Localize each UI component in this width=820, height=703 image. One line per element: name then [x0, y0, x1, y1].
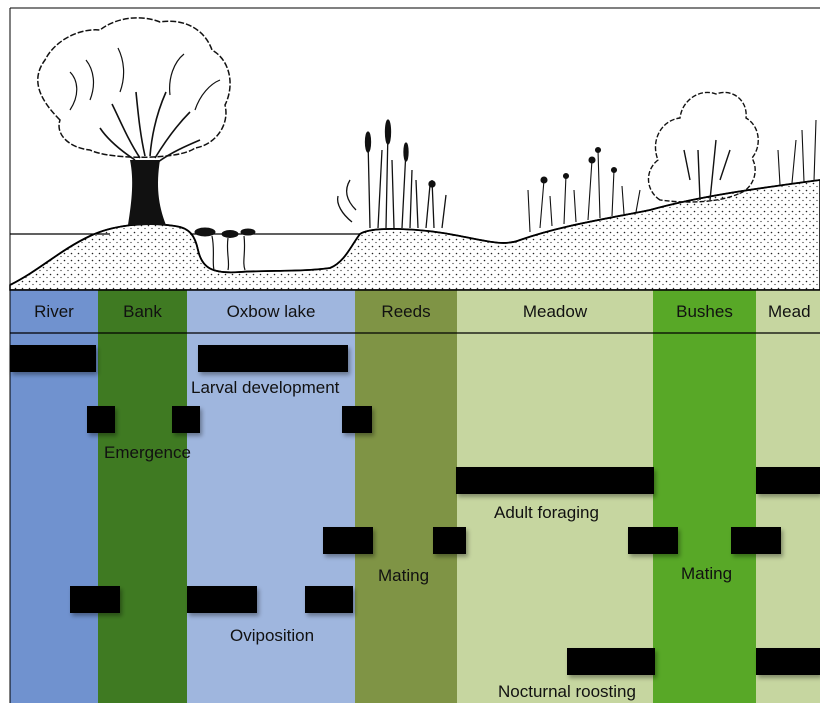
zone-label-5: Bushes [676, 302, 733, 321]
bar-mating-2 [433, 527, 466, 554]
label-mating-bushes: Mating [681, 564, 732, 583]
label-adult-foraging: Adult foraging [494, 503, 599, 522]
bar-oviposition-3 [305, 586, 353, 613]
zone-label-0: River [34, 302, 74, 321]
label-mating-reeds: Mating [378, 566, 429, 585]
water-lilies [194, 227, 256, 271]
label-nocturnal-roosting: Nocturnal roosting [498, 682, 636, 701]
bar-emergence-3 [342, 406, 372, 433]
meadow-plants [527, 146, 641, 233]
zone-band-5 [653, 290, 756, 703]
activity-labels: Larval development Emergence Adult forag… [104, 378, 732, 701]
bar-mating-1 [323, 527, 373, 554]
reeds [336, 119, 447, 229]
label-larval-development: Larval development [191, 378, 340, 397]
bar-emergence-2 [172, 406, 200, 433]
zone-label-2: Oxbow lake [227, 302, 316, 321]
zone-band-4 [457, 290, 653, 703]
zone-band-1 [98, 290, 187, 703]
bar-oviposition-2 [187, 586, 257, 613]
bar-foraging-mead [756, 467, 820, 494]
pollard-willow-tree [37, 17, 231, 225]
label-oviposition: Oviposition [230, 626, 314, 645]
bar-mating-4 [731, 527, 781, 554]
bar-larval-river [10, 345, 96, 372]
bar-mating-3 [628, 527, 678, 554]
bar-roosting-1 [567, 648, 655, 675]
bush [647, 91, 759, 203]
bar-roosting-2 [756, 648, 820, 675]
label-emergence: Emergence [104, 443, 191, 462]
bar-foraging-meadow [456, 467, 654, 494]
landscape-illustration [9, 7, 820, 291]
zone-band-3 [355, 290, 457, 703]
activity-bars [10, 345, 820, 675]
zone-label-4: Meadow [523, 302, 588, 321]
bar-larval-oxbow [198, 345, 348, 372]
zone-band-6 [756, 290, 820, 703]
zone-label-1: Bank [123, 302, 162, 321]
right-edge-plants [777, 119, 817, 186]
zone-label-3: Reeds [381, 302, 430, 321]
habitat-zones: River Bank Oxbow lake Reeds Meadow Bushes Mead [10, 290, 820, 703]
zone-label-6: Mead [768, 302, 811, 321]
bar-emergence-1 [87, 406, 115, 433]
bar-oviposition-1 [70, 586, 120, 613]
